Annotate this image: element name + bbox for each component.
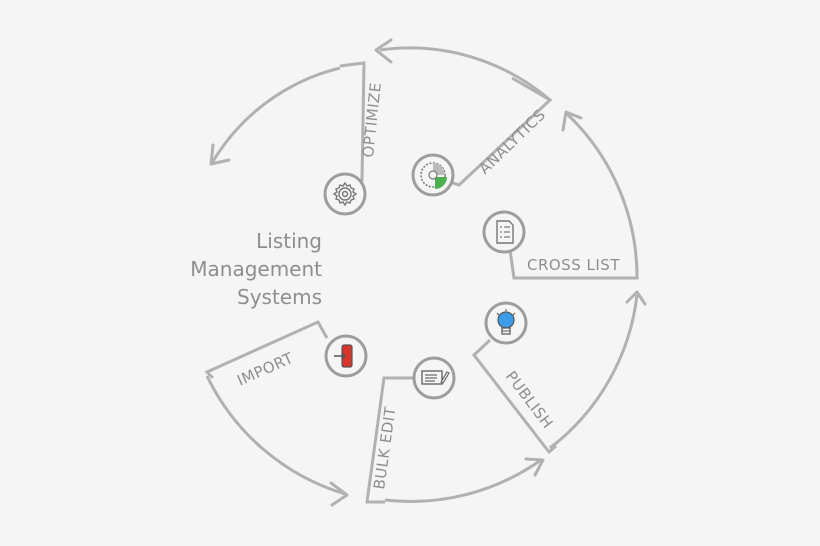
wedges	[204, 61, 639, 504]
edit-document-icon	[412, 356, 456, 400]
lightbulb-icon	[484, 301, 528, 345]
arrow-arc-publish	[549, 294, 639, 450]
arrow-arc-import	[205, 375, 346, 496]
cycle-arrows	[205, 38, 647, 507]
arrow-arc-bulk-edit	[384, 458, 542, 503]
gear-icon	[323, 172, 367, 216]
arrowhead-analytics	[374, 38, 393, 64]
arrowhead-publish	[625, 290, 647, 306]
label-analytics: ANALYTICS	[475, 106, 549, 178]
label-cross-list: CROSS LIST	[527, 256, 620, 274]
wedge-analytics	[449, 76, 553, 187]
import-icon	[324, 334, 368, 378]
title-line-1: Listing	[256, 229, 322, 253]
arrowhead-cross-list	[561, 110, 583, 132]
checklist-icon	[482, 210, 526, 254]
title-line-3: Systems	[237, 285, 322, 309]
wedge-import	[204, 320, 329, 380]
arrowhead-optimize	[209, 143, 231, 166]
arrow-arc-analytics	[379, 46, 551, 102]
arrow-arc-cross-list	[564, 111, 639, 276]
wedge-optimize	[339, 61, 366, 185]
title-line-2: Management	[190, 257, 322, 281]
wedge-cross-list	[508, 249, 639, 280]
arrowhead-import	[329, 481, 349, 507]
arrow-arc-optimize	[210, 66, 341, 164]
arrowhead-bulk-edit	[524, 457, 545, 477]
wedge-publish	[471, 338, 557, 455]
wedge-bulk-edit	[365, 376, 414, 504]
diagram-title: Listing Management Systems	[190, 229, 322, 309]
pie-chart-icon	[411, 153, 455, 197]
